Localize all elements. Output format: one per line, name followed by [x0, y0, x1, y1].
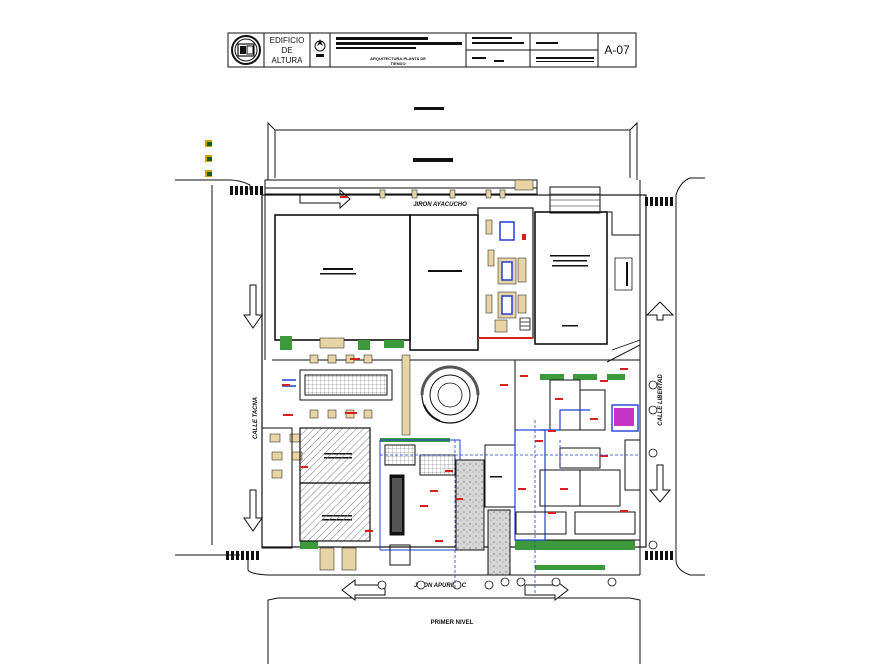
- crosswalks: [226, 186, 673, 560]
- central-lower-rooms: [379, 439, 516, 576]
- east-building-detail: [611, 257, 641, 351]
- north-arrow-icon: [314, 39, 326, 57]
- drawing-title-line1: ARQUITECTURA-PLANTA DE: [370, 56, 426, 61]
- street-label-west: CALLE TACNA: [253, 397, 259, 439]
- project-name-line1: EDIFICIO: [270, 36, 305, 45]
- east-lower-rooms: [514, 359, 641, 541]
- hatched-rooms: [261, 427, 371, 549]
- exhibit-tables: [478, 219, 533, 339]
- legend-icons: [205, 140, 212, 177]
- level-label: PRIMER NIVEL: [431, 620, 474, 626]
- grid-bubbles: [377, 380, 658, 590]
- street-label-south: JIRON APURIMAC: [414, 583, 467, 589]
- info-bars: [336, 37, 594, 62]
- sheet-number: A-07: [604, 43, 630, 57]
- blue-dashed-lines: [380, 420, 640, 595]
- project-name-line2: DE: [281, 46, 292, 55]
- logo-icon: [231, 35, 261, 65]
- circular-stair: [420, 365, 480, 424]
- north-band-furniture: [340, 179, 601, 214]
- street-label-east: CALLE LIBERTAD: [658, 374, 664, 426]
- street-label-north: JIRON AYACUCHO: [413, 202, 467, 208]
- red-markers: [282, 358, 628, 542]
- title-block: EDIFICIO DE ALTURA ARQUITECTURA-PLANTA D…: [227, 32, 637, 68]
- drawing-title-line2: TIENDO: [390, 61, 405, 66]
- project-name-line3: ALTURA: [272, 56, 304, 65]
- traffic-arrows: [243, 188, 675, 602]
- escalator: [282, 354, 411, 436]
